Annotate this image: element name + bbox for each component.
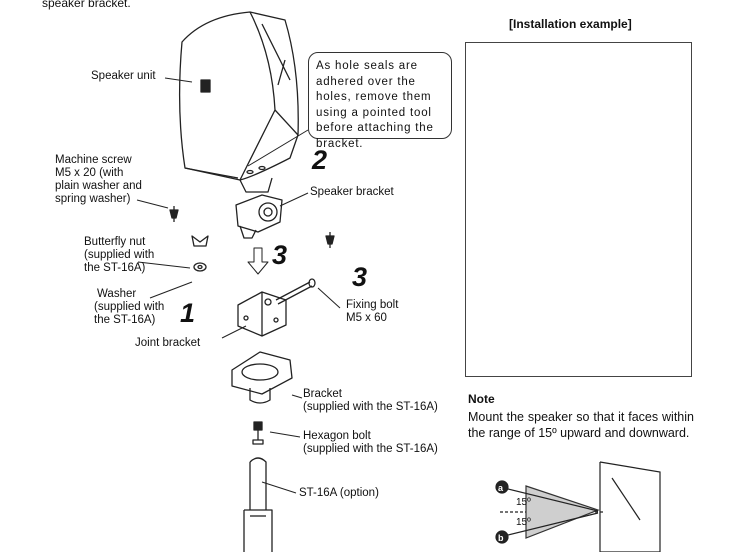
angle-down-label: 15º	[516, 517, 531, 528]
label-butterfly-nut-line-1: Butterfly nut	[84, 236, 146, 248]
speaker-unit-drawing	[178, 11, 299, 193]
step-3b-marker: 3	[352, 262, 368, 292]
bracket-drawing	[231, 351, 293, 404]
label-hexagon-bolt-line-1: Hexagon bolt	[303, 430, 371, 442]
label-speaker-unit: Speaker unit	[91, 70, 156, 82]
label-bracket-line-2: (supplied with the ST-16A)	[303, 401, 438, 413]
label-machine-screw-line-1: Machine screw	[55, 154, 132, 166]
speaker-bracket-drawing	[235, 194, 283, 239]
label-hexagon-bolt-line-2: (supplied with the ST-16A)	[303, 443, 438, 455]
label-butterfly-nut-line-2: (supplied with	[84, 249, 155, 261]
label-speaker-bracket: Speaker bracket	[310, 186, 394, 198]
label-washer-line-1: Washer	[97, 288, 137, 300]
installation-example-box	[465, 42, 692, 377]
label-butterfly-nut-line-3: the ST-16A)	[84, 262, 146, 274]
callout-text: As hole seals are adhered over the holes…	[316, 60, 434, 150]
label-st16a: ST-16A (option)	[299, 487, 379, 499]
label-bracket-line-1: Bracket	[303, 388, 342, 400]
hexagon-bolt-drawing	[252, 421, 264, 445]
fixing-bolt-drawing	[275, 278, 316, 305]
top-text: speaker bracket.	[42, 0, 131, 10]
joint-bracket-drawing	[237, 291, 287, 337]
down-arrow	[247, 247, 269, 275]
label-fixing-bolt-line-2: M5 x 60	[346, 312, 387, 324]
angle-up-label: 15º	[516, 497, 531, 508]
installation-example-title: [Installation example]	[509, 17, 632, 31]
label-machine-screw-line-3: plain washer and	[55, 180, 142, 192]
note-body: Mount the speaker so that it faces withi…	[468, 410, 694, 440]
angle-marker-a: a	[498, 483, 504, 493]
hole-seal-callout: As hole seals are adhered over the holes…	[308, 52, 452, 150]
step-3a-marker: 3	[272, 240, 288, 270]
machine-screw-drawing	[169, 206, 335, 248]
label-washer-line-2: (supplied with	[94, 301, 165, 313]
label-washer-line-3: the ST-16A)	[94, 314, 156, 326]
label-joint-bracket: Joint bracket	[135, 337, 201, 349]
label-machine-screw-line-2: M5 x 20 (with	[55, 167, 124, 179]
step-1-marker: 1	[180, 298, 196, 328]
stand-pole-drawing	[243, 457, 273, 552]
angle-diagram	[495, 461, 661, 552]
leader-lines	[136, 77, 341, 494]
step-2-marker: 2	[312, 145, 328, 175]
label-fixing-bolt-line-1: Fixing bolt	[346, 299, 399, 311]
label-machine-screw-line-4: spring washer)	[55, 193, 131, 205]
angle-marker-b: b	[498, 533, 504, 543]
note-heading: Note	[468, 392, 495, 406]
butterfly-nut-drawing	[191, 235, 209, 272]
